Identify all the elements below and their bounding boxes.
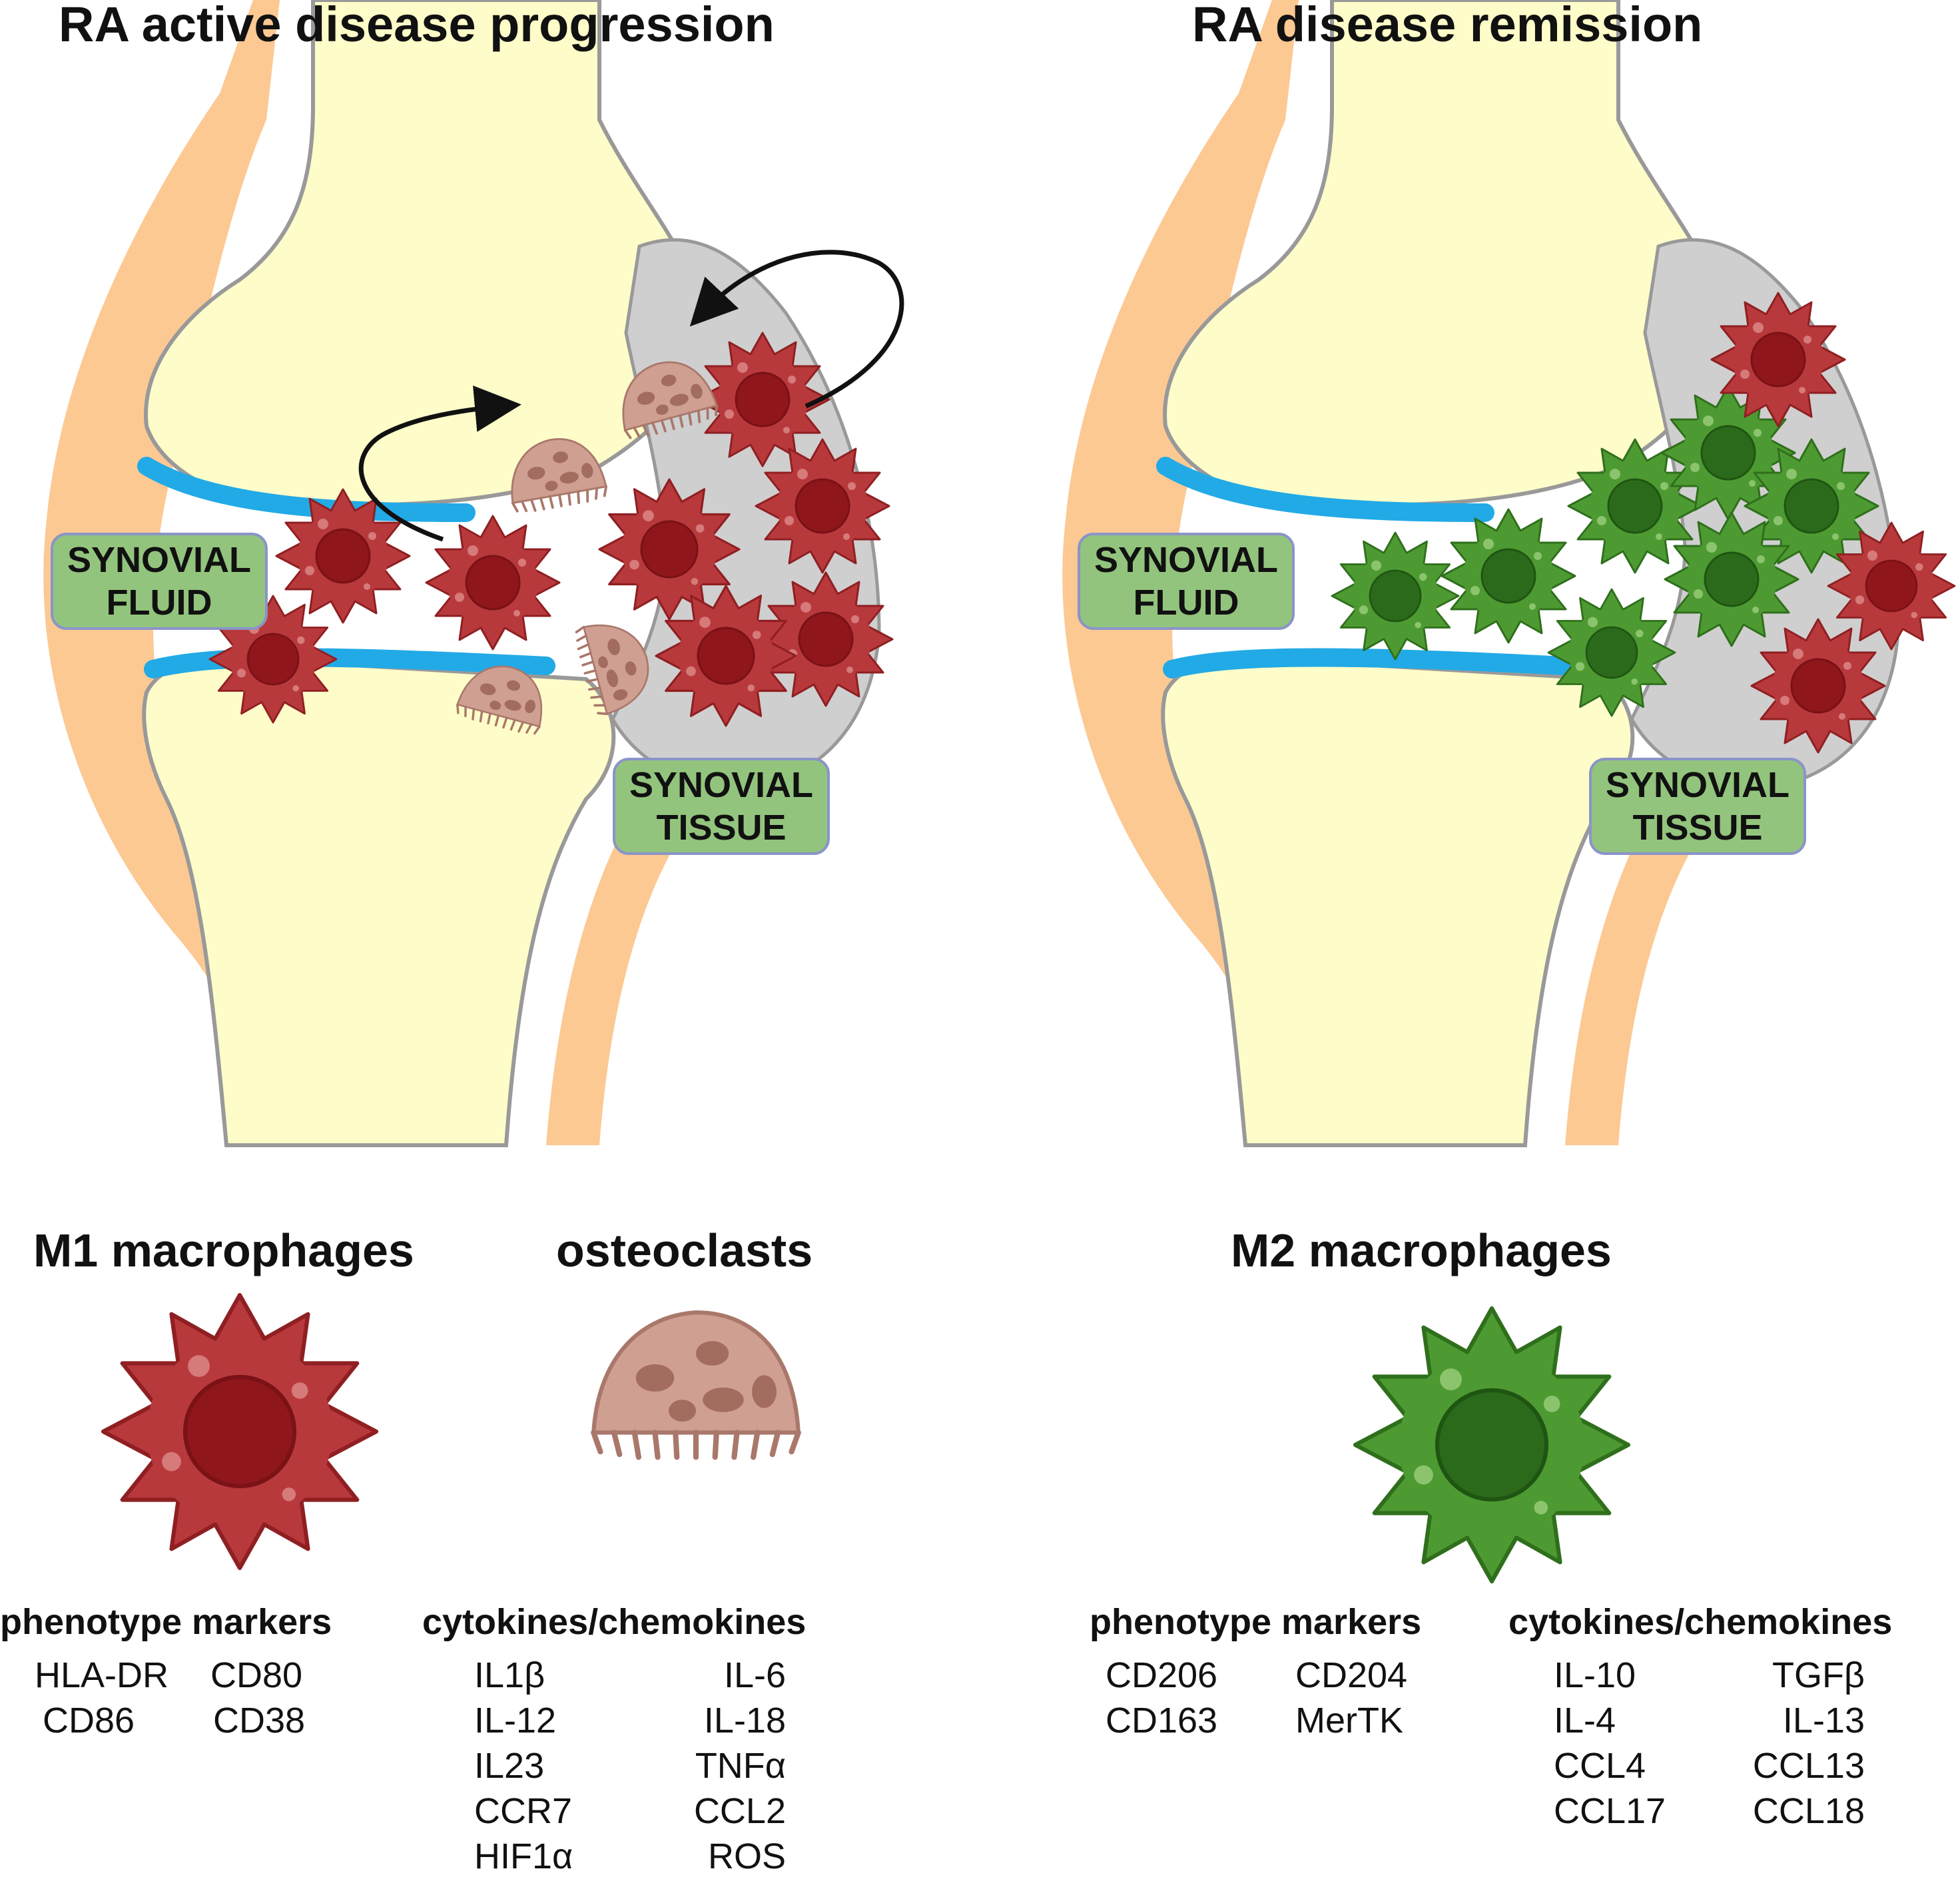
cytokine-item: IL1β: [474, 1655, 545, 1695]
m1-macrophage: [425, 515, 561, 651]
cytokine-item: IL-6: [723, 1655, 786, 1695]
m1-markers-header: phenotype markers: [0, 1602, 332, 1642]
cytokine-item: CCR7: [474, 1791, 573, 1831]
right-synovial-fluid-label: SYNOVIAL FLUID: [1078, 533, 1295, 630]
cytokine-item: HIF1α: [474, 1836, 573, 1876]
label-line: SYNOVIAL: [629, 765, 814, 805]
right-panel-title: RA disease remission: [1192, 0, 1703, 52]
m2-macrophage-legend-icon: [1355, 1308, 1628, 1581]
curved-arrow: [689, 250, 904, 409]
cytokine-item: IL-4: [1554, 1701, 1616, 1741]
label-line: FLUID: [106, 583, 212, 623]
left-panel-title: RA active disease progression: [59, 0, 775, 52]
label-line: TISSUE: [1632, 808, 1763, 848]
cytokine-item: IL-12: [474, 1701, 557, 1741]
left-synovial-tissue-label: SYNOVIAL TISSUE: [613, 758, 830, 855]
cytokine-item: IL-10: [1554, 1655, 1636, 1695]
m1-macrophages-title: M1 macrophages: [33, 1224, 414, 1276]
m2-macrophage: [1441, 508, 1576, 644]
cytokine-item: TNFα: [695, 1746, 786, 1786]
marker-item: MerTK: [1295, 1701, 1403, 1741]
marker-item: CD204: [1295, 1655, 1408, 1695]
m2-cytokines-col2: TGFβ IL-13 CCL13 CCL18: [1732, 1653, 1865, 1834]
label-line: TISSUE: [656, 808, 787, 848]
left-skin-tissue-lower: [546, 799, 706, 1145]
left-synovial-fluid-label: SYNOVIAL FLUID: [51, 533, 268, 630]
marker-item: CD163: [1106, 1701, 1218, 1741]
m2-markers-header: phenotype markers: [1090, 1602, 1422, 1642]
m2-macrophages-title: M2 macrophages: [1231, 1224, 1612, 1276]
m1-macrophage-legend-icon: [103, 1295, 376, 1568]
cytokine-item: CCL2: [693, 1791, 786, 1831]
m1-markers-col2: CD80 CD38: [210, 1653, 305, 1743]
osteoclast-legend-icon: [593, 1312, 799, 1457]
m2-cytokines-header: cytokines/chemokines: [1508, 1602, 1893, 1642]
marker-item: CD38: [213, 1701, 306, 1741]
cytokine-item: IL23: [474, 1746, 545, 1786]
m1-cytokines-col2: IL-6 IL-18 TNFα CCL2 ROS: [653, 1653, 786, 1879]
marker-item: CD80: [210, 1655, 303, 1695]
m1-markers-col1: HLA-DR CD86: [35, 1653, 168, 1743]
label-line: FLUID: [1133, 583, 1239, 623]
marker-item: CD206: [1106, 1655, 1218, 1695]
marker-item: CD86: [43, 1701, 135, 1741]
cytokine-item: IL-18: [703, 1701, 786, 1741]
cytokine-item: CCL13: [1752, 1746, 1865, 1786]
m2-markers-col2: CD204 MerTK: [1295, 1653, 1407, 1743]
left-fluid-line-upper: [137, 457, 476, 522]
m1-cytokines-header: cytokines/chemokines: [422, 1602, 807, 1642]
left-lower-bone: [142, 655, 616, 1147]
marker-item: HLA-DR: [35, 1655, 169, 1695]
left-cells: [208, 250, 904, 738]
m2-cytokines-col1: IL-10 IL-4 CCL4 CCL17: [1554, 1653, 1666, 1834]
label-line: SYNOVIAL: [67, 540, 252, 580]
cytokine-item: CCL17: [1554, 1791, 1666, 1831]
curved-arrow: [358, 385, 521, 542]
right-synovial-tissue-label: SYNOVIAL TISSUE: [1589, 758, 1806, 855]
right-lower-bone: [1161, 655, 1635, 1147]
right-skin-tissue-lower: [1565, 799, 1725, 1145]
m1-cytokines-col1: IL1β IL-12 IL23 CCR7 HIF1α: [474, 1653, 573, 1879]
osteoclasts-title: osteoclasts: [556, 1224, 813, 1276]
right-fluid-line-lower: [1163, 648, 1574, 678]
cytokine-item: ROS: [707, 1836, 786, 1876]
m2-macrophage: [1331, 531, 1460, 661]
label-line: SYNOVIAL: [1605, 765, 1790, 805]
cytokine-item: CCL18: [1752, 1791, 1865, 1831]
label-line: SYNOVIAL: [1094, 540, 1279, 580]
m2-markers-col1: CD206 CD163: [1106, 1653, 1217, 1743]
right-fluid-line-upper: [1156, 457, 1494, 522]
cytokine-item: IL-13: [1782, 1701, 1865, 1741]
cytokine-item: CCL4: [1554, 1746, 1646, 1786]
cytokine-item: TGFβ: [1772, 1655, 1865, 1695]
